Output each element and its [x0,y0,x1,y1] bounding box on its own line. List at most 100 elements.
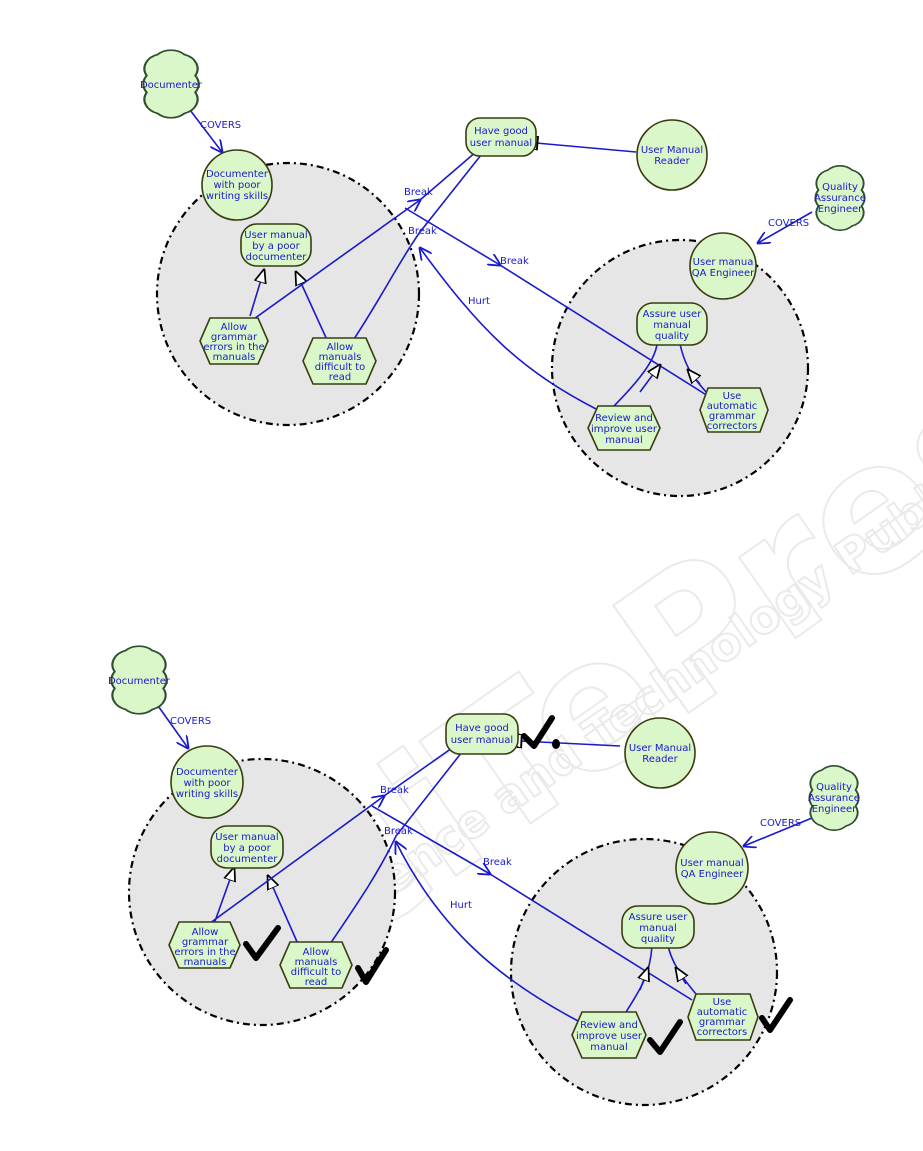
softgoal-have-good-user-manual[interactable]: Have good user manual [445,713,519,755]
svg-text:Have good: Have good [474,126,528,137]
covers-label: COVERS [768,218,809,229]
break-label: Break [380,785,409,796]
diagram-top: COVERS COVERS Break Break Break Hurt Doc… [140,49,866,498]
svg-text:User manual: User manual [244,230,307,241]
actor-user-manual-reader[interactable]: User Manual Reader [636,119,708,191]
task-allow-grammar-errors[interactable]: Allow grammar errors in the manuals [199,317,269,365]
svg-text:errors in the: errors in the [203,342,264,353]
svg-text:grammar: grammar [211,332,258,343]
dot-icon [552,739,560,749]
checkmark-icon [521,715,555,749]
svg-text:Allow: Allow [192,927,219,938]
svg-text:QA Engineer: QA Engineer [681,869,744,880]
svg-text:User manual: User manual [680,858,743,869]
task-allow-manuals-difficult[interactable]: Allow manuals difficult to read [279,941,353,989]
svg-text:Use: Use [713,997,732,1008]
svg-text:User manua: User manua [693,257,754,268]
agent-documenter-poor-skills[interactable]: Documenter with poor writing skills [201,149,273,221]
softgoal-assure-user-manual-quality[interactable]: Assure user manual quality [621,905,695,949]
svg-text:Use: Use [723,391,742,402]
svg-text:user manual: user manual [451,735,513,746]
svg-text:manuals: manuals [319,352,362,363]
svg-text:grammar: grammar [709,411,756,422]
svg-text:Review and: Review and [595,413,653,424]
svg-text:QA Engineer: QA Engineer [692,268,755,279]
svg-text:correctors: correctors [697,1027,747,1038]
softgoal-assure-user-manual-quality[interactable]: Assure user manual quality [636,302,708,346]
actor-quality-assurance-engineer[interactable]: Quality Assurance Engineer [808,764,860,832]
svg-text:Reader: Reader [642,754,678,765]
svg-text:Quality: Quality [816,782,852,793]
svg-text:writing skills: writing skills [176,789,238,800]
svg-text:difficult to: difficult to [315,362,366,373]
break-label: Break [404,187,433,198]
svg-text:Reader: Reader [654,156,690,167]
task-review-improve-manual[interactable]: Review and improve user manual [587,405,661,451]
svg-text:User Manual: User Manual [629,743,691,754]
svg-text:quality: quality [641,934,675,945]
svg-text:User Manual: User Manual [641,145,703,156]
task-allow-grammar-errors[interactable]: Allow grammar errors in the manuals [168,921,241,969]
svg-text:documenter: documenter [217,854,279,865]
svg-text:Assure user: Assure user [629,912,689,923]
checkmark-icon [355,947,389,985]
svg-text:with poor: with poor [183,778,231,789]
actor-quality-assurance-engineer[interactable]: Quality Assurance Engineer [814,164,866,232]
break-label: Break [408,226,437,237]
svg-text:manuals: manuals [213,352,256,363]
svg-text:manual: manual [605,435,642,446]
svg-text:Engineer: Engineer [818,204,863,215]
covers-label: COVERS [170,716,211,727]
svg-text:improve user: improve user [591,424,658,435]
boundary-qa-engineer [550,238,810,498]
svg-text:Documenter: Documenter [206,169,269,180]
svg-text:Documenter: Documenter [108,676,171,687]
svg-text:correctors: correctors [707,421,757,432]
diagram-bottom: COVERS COVERS Break Break Break Hurt Doc… [108,645,860,1107]
agent-user-manual-qa-engineer[interactable]: User manual QA Engineer [675,831,749,905]
task-review-improve-manual[interactable]: Review and improve user manual [571,1011,647,1059]
task-use-grammar-correctors[interactable]: Use automatic grammar correctors [687,993,759,1041]
hurt-label: Hurt [450,900,472,911]
softgoal-have-good-user-manual[interactable]: Have good user manual [465,117,537,157]
svg-text:manual: manual [590,1042,627,1053]
softgoal-user-manual-poor-documenter[interactable]: User manual by a poor documenter [240,223,312,267]
actor-user-manual-reader[interactable]: User Manual Reader [624,717,696,789]
svg-text:user manual: user manual [470,138,532,149]
svg-text:Documenter: Documenter [140,80,203,91]
task-allow-manuals-difficult[interactable]: Allow manuals difficult to read [302,337,377,385]
svg-text:read: read [329,372,352,383]
svg-text:User manual: User manual [215,832,278,843]
boundary-documenter [127,757,397,1027]
svg-text:Review and: Review and [580,1020,638,1031]
softgoal-user-manual-poor-documenter[interactable]: User manual by a poor documenter [210,825,284,869]
covers-label: COVERS [200,120,241,131]
hurt-label: Hurt [468,296,490,307]
agent-user-manual-qa-engineer[interactable]: User manua QA Engineer [689,232,757,300]
svg-text:Assurance: Assurance [808,793,860,804]
svg-text:manual: manual [639,923,676,934]
agent-documenter-poor-skills[interactable]: Documenter with poor writing skills [170,745,244,819]
covers-label: COVERS [760,818,801,829]
svg-text:writing skills: writing skills [206,191,268,202]
svg-text:by a poor: by a poor [223,843,271,854]
actor-documenter[interactable]: Documenter [108,645,171,715]
checkmark-icon [759,997,793,1033]
svg-text:Documenter: Documenter [176,767,239,778]
svg-text:Have good: Have good [455,723,509,734]
svg-text:grammar: grammar [699,1017,746,1028]
break-label: Break [384,826,413,837]
svg-text:read: read [305,977,328,988]
svg-text:errors in the: errors in the [174,947,235,958]
svg-text:Allow: Allow [327,342,354,353]
task-use-grammar-correctors[interactable]: Use automatic grammar correctors [699,387,769,433]
actor-documenter[interactable]: Documenter [140,49,203,119]
svg-text:manuals: manuals [184,957,227,968]
svg-text:manual: manual [653,320,690,331]
svg-text:difficult to: difficult to [291,967,342,978]
svg-text:with poor: with poor [213,180,261,191]
checkmark-icon [243,925,281,961]
svg-text:Allow: Allow [303,947,330,958]
svg-text:improve user: improve user [576,1031,643,1042]
